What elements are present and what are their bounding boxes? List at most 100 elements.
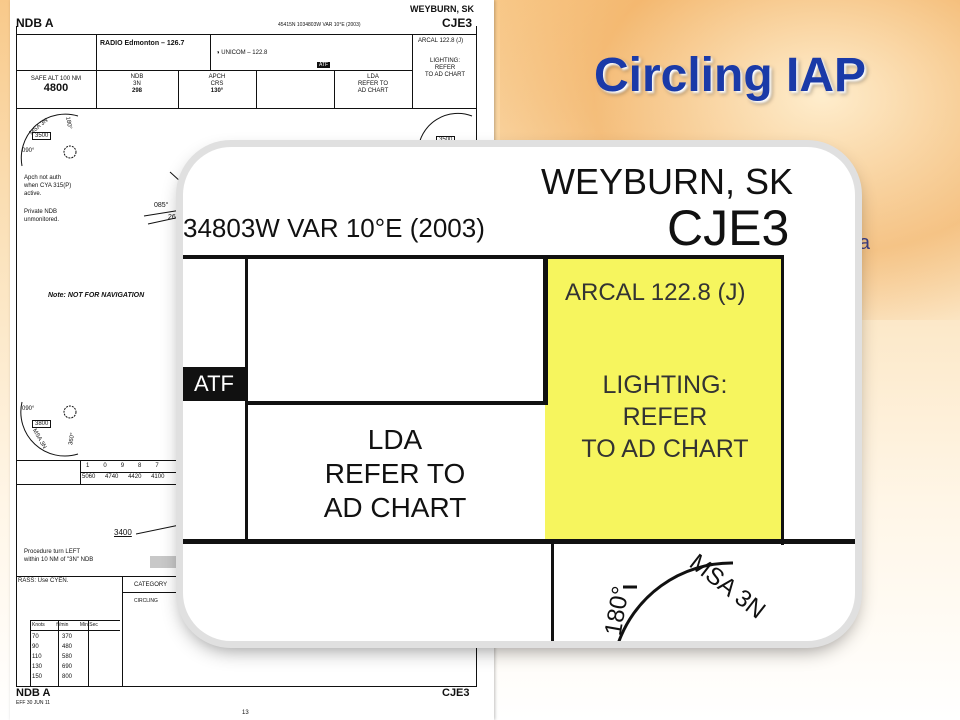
briefing-divider-2 — [178, 70, 179, 108]
bearing-090-bottom: 090° — [22, 406, 35, 412]
speed-table-col-1 — [58, 620, 59, 686]
chart-footer-ident: CJE3 — [442, 687, 470, 699]
comms-row-top — [96, 34, 412, 35]
note-2-line-2: unmonitored. — [24, 217, 60, 223]
approach-course-box: APCH CRS 130° — [178, 74, 256, 95]
ndb-label: NDB — [130, 74, 144, 80]
msa-altitude-top-right: 3500 — [436, 136, 456, 144]
profile-row-bottom — [16, 484, 190, 485]
circling-label: CIRCLING — [134, 598, 158, 604]
distance-10: 10 — [86, 463, 121, 469]
ndb-box: NDB 3N 298 — [96, 74, 178, 95]
knots-130: 130 — [32, 664, 43, 670]
safe-altitude-value: 4800 — [43, 82, 69, 94]
briefing-divider-3 — [256, 70, 257, 108]
note-not-for-navigation: Note: NOT FOR NAVIGATION — [48, 292, 145, 299]
atf-badge: ATF — [317, 62, 331, 68]
profile-divider — [80, 460, 81, 484]
minima-divider — [122, 576, 123, 686]
lighting-line-3: TO AD CHART — [424, 72, 466, 78]
ftmin-690: 690 — [62, 664, 73, 670]
altitude-4100: 4100 — [151, 474, 165, 480]
zoom-lda-line-3: AD CHART — [323, 492, 467, 523]
lda-line-3: AD CHART — [357, 88, 389, 94]
distance-8: 8 — [138, 463, 156, 469]
zoom-arcal-frequency: ARCAL 122.8 (J) — [565, 279, 746, 306]
lighting-line-2: REFER — [434, 65, 456, 71]
profile-row-top — [16, 460, 190, 461]
lighting-note: LIGHTING: REFER TO AD CHART — [414, 58, 476, 79]
crs-label: CRS — [210, 81, 224, 87]
chart-header-location: WEYBURN, SK — [410, 4, 475, 14]
msa-altitude-bottom-left: 3800 — [32, 420, 52, 428]
unicom-frequency: ◑ UNICOM – 122.8 — [216, 50, 268, 56]
briefing-row-top — [16, 70, 412, 71]
speed-header-knots: Knots — [32, 622, 45, 628]
radio-frequency: RADIO Edmonton – 126.7 — [100, 40, 185, 47]
speed-table-header-bottom — [30, 630, 120, 631]
category-label: CATEGORY — [134, 582, 168, 588]
zoom-location: WEYBURN, SK — [541, 161, 794, 202]
zoom-lda-line-1: LDA — [367, 424, 423, 455]
knots-150: 150 — [32, 674, 43, 680]
zoom-row-line-mid — [245, 401, 545, 405]
zoom-lighting-line-3: TO AD CHART — [581, 435, 749, 463]
chart-frame-bottom — [16, 686, 477, 687]
zoom-atf-badge: ATF — [183, 367, 245, 401]
zoom-col-line-1 — [245, 255, 248, 539]
comms-divider-1 — [96, 34, 97, 70]
note-1-line-2: when CYA 315(P) — [24, 183, 72, 189]
note-2-line-1: Private NDB — [24, 209, 58, 215]
distance-row: 10987 — [86, 463, 173, 469]
knots-110: 110 — [32, 654, 42, 660]
zoom-lda-box: LDA REFER TO AD CHART — [265, 423, 525, 525]
safe-altitude-label: SAFE ALT 100 NM — [30, 76, 82, 82]
speed-row: 110 580 — [32, 652, 72, 662]
speed-header-ftmin: ft/min — [56, 622, 69, 628]
apch-course-value: 130° — [210, 88, 224, 94]
comms-divider-3 — [412, 34, 413, 108]
ftmin-800: 800 — [62, 674, 73, 680]
bearing-090-top: 090° — [22, 148, 35, 154]
chart-footer-procedure: NDB A — [16, 687, 51, 699]
msa-circle-top-right — [417, 112, 473, 151]
note-private-ndb: Private NDB unmonitored. — [24, 208, 59, 224]
rass-note: RASS: Use CYEN. — [18, 578, 69, 584]
chart-header-ident: CJE3 — [442, 16, 473, 30]
slide-title: Circling IAP — [593, 49, 867, 102]
zoom-callout: WEYBURN, SK CJE3 34803W VAR 10°E (2003) … — [183, 147, 855, 641]
zoom-ident: CJE3 — [667, 200, 790, 256]
category-row-bottom — [122, 592, 194, 593]
speed-row: 150 800 — [32, 672, 72, 682]
note-approach-restriction: Apch not auth when CYA 315(P) active. — [24, 174, 71, 198]
altitude-row: 5060 4740 4420 4100 — [82, 474, 164, 480]
proc-turn-line-2: within 10 NM of "3N" NDB — [24, 557, 94, 563]
ftmin-580: 580 — [62, 654, 73, 660]
ftmin-480: 480 — [62, 644, 73, 650]
profile-row-mid — [80, 472, 190, 473]
knots-90: 90 — [32, 644, 39, 650]
zoom-row-line-bottom — [183, 539, 855, 544]
speed-table-col-2 — [88, 620, 89, 686]
altitude-5060: 5060 — [82, 474, 96, 480]
apch-label: APCH — [208, 74, 226, 80]
msa-altitude-top-left: 3500 — [32, 132, 52, 140]
proc-turn-line-1: Procedure turn LEFT — [24, 549, 81, 555]
speed-row: 130 690 — [32, 662, 72, 672]
distance-7: 7 — [155, 463, 173, 469]
comms-divider-2 — [210, 34, 211, 70]
altitude-4740: 4740 — [105, 474, 119, 480]
zoom-lda-line-2: REFER TO — [324, 458, 466, 489]
zoom-coords: 34803W VAR 10°E (2003) — [183, 213, 485, 243]
zoom-msa-arc — [617, 561, 734, 641]
lighting-highlight — [545, 255, 781, 539]
procedure-turn-note: Procedure turn LEFT within 10 NM of "3N"… — [24, 548, 93, 564]
profile-altitude-3400: 3400 — [114, 528, 132, 537]
lda-box: LDA REFER TO AD CHART — [334, 74, 412, 95]
zoom-col-line-3 — [551, 539, 554, 641]
knots-70: 70 — [32, 634, 39, 640]
chart-header-coords: 45415N 1034803W VAR 10°E (2003) — [278, 22, 361, 28]
altitude-4420: 4420 — [128, 474, 142, 480]
